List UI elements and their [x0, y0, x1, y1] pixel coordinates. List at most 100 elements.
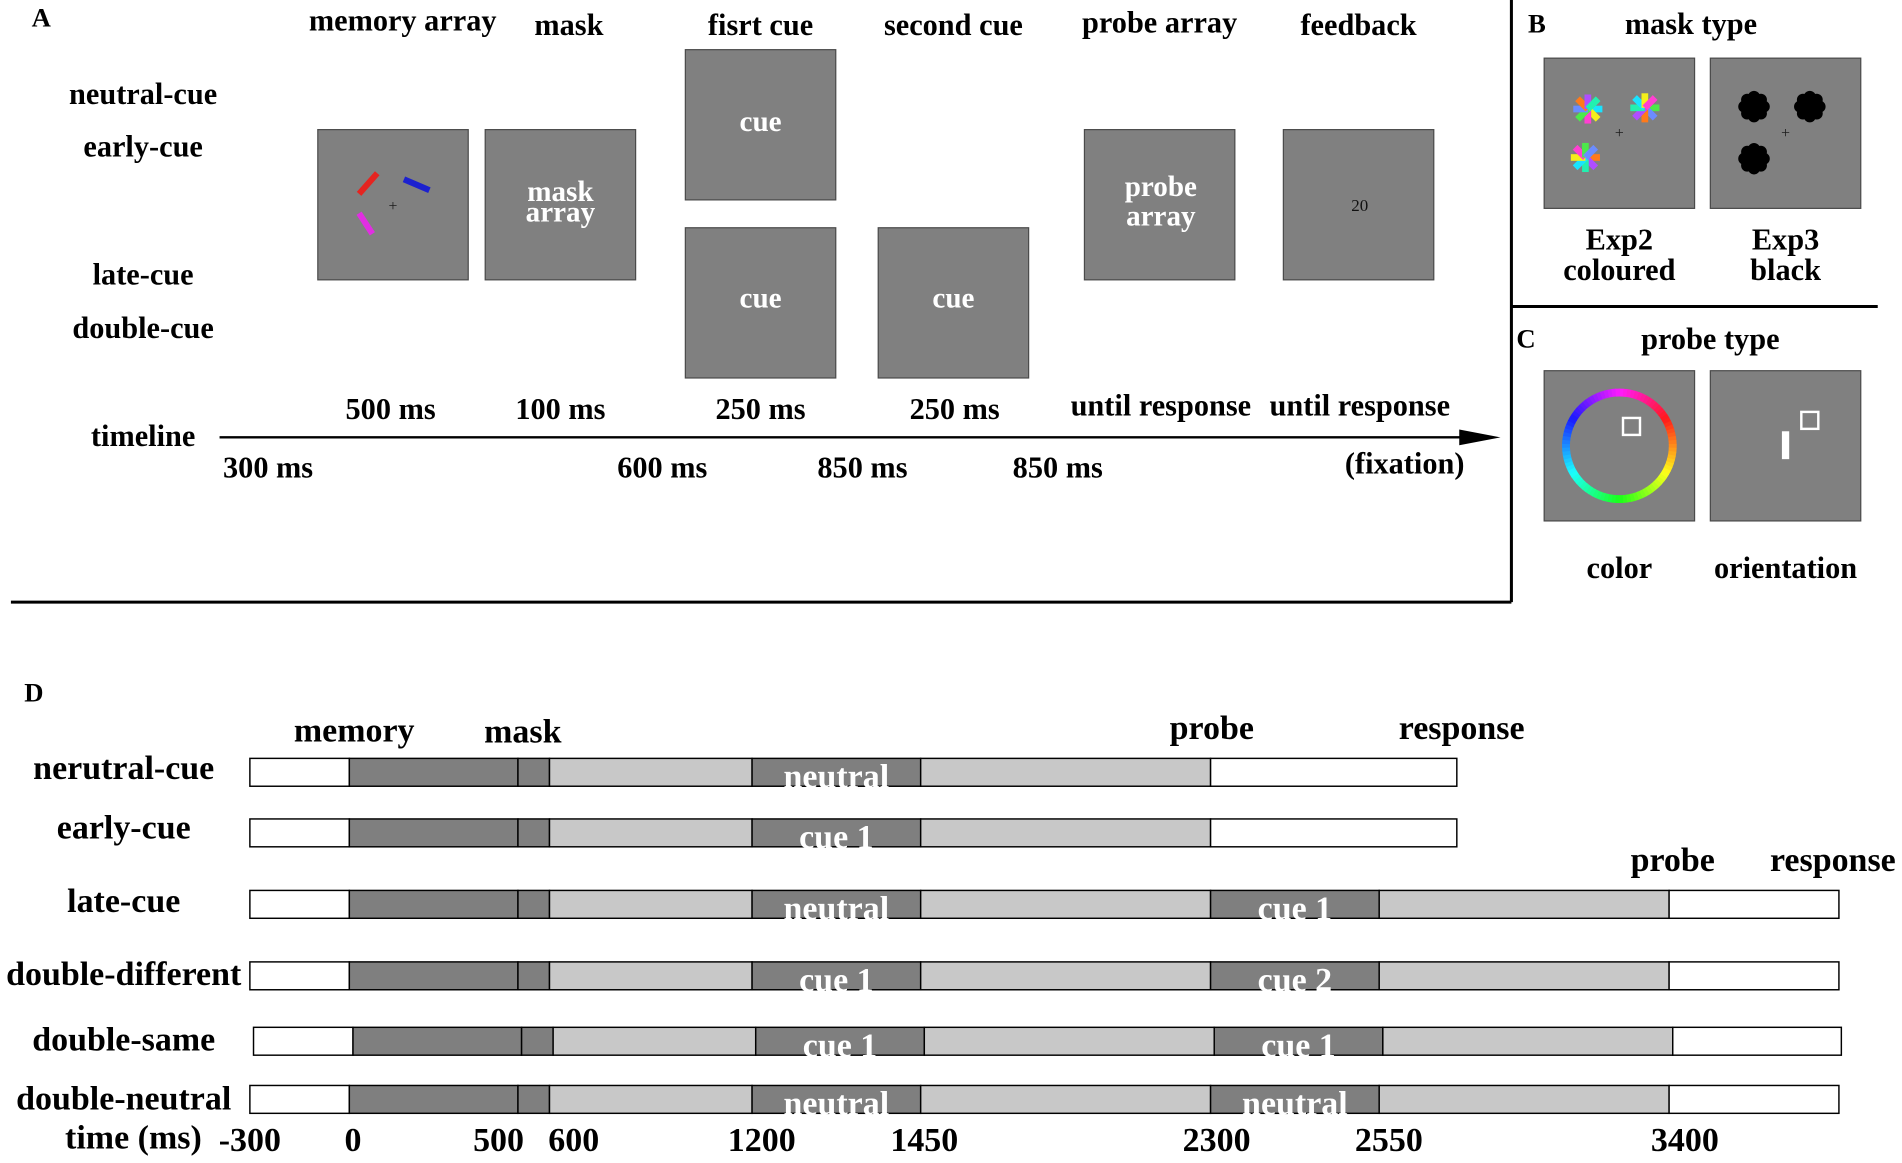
mask-screen-text-line2: array [526, 197, 596, 229]
segment-label: neutral [1242, 1086, 1348, 1123]
timeline-segment [548, 889, 753, 920]
timeline-segment [249, 961, 351, 991]
timeline-segment [548, 1084, 753, 1115]
color-probe-label: color [1587, 551, 1653, 585]
timeline-segment [348, 889, 519, 920]
condition-label-double-cue: double-cue [72, 311, 213, 345]
cue-screen-text: cue [740, 106, 782, 138]
screen-frame [877, 227, 1030, 379]
cue-screen-text: cue [932, 283, 974, 315]
column-header-second-cue: second cue [884, 8, 1023, 42]
timeline-segment [1209, 889, 1380, 920]
timeline-segment [249, 1084, 351, 1115]
probe-location-square [1621, 416, 1642, 437]
coloured-mask-screen: + [1543, 57, 1696, 209]
segment-label: cue 1 [1258, 891, 1333, 928]
time-tick-label: 2550 [1355, 1122, 1423, 1159]
coloured-mask-label: coloured [1563, 253, 1675, 287]
screen-frame [684, 227, 837, 379]
time-tick-label: 1450 [890, 1122, 958, 1159]
timeline-segment [517, 1084, 551, 1115]
timeline-segment [751, 961, 922, 991]
timeline-segment [919, 889, 1212, 920]
timeline-segment [517, 818, 551, 848]
time-tick-label: 2300 [1183, 1122, 1251, 1159]
time-tick-label: 600 [548, 1122, 599, 1159]
first-cue-screen-early: cue [684, 49, 837, 201]
segment-label: cue 1 [799, 962, 874, 999]
timeline-segment [348, 757, 519, 787]
event-header-probe: probe [1170, 710, 1254, 747]
screen-frame [484, 129, 637, 281]
timeline-segment [252, 1026, 354, 1056]
timeline-segment [919, 818, 1212, 848]
fixation-cross: + [1615, 125, 1624, 142]
panel-b: B mask type + + Exp2 coloured Exp3 black [1528, 7, 1862, 287]
timeline-segment [249, 757, 351, 787]
interval-label: 300 ms [223, 450, 313, 484]
screen-frame [1709, 57, 1862, 209]
timeline-segment [348, 1084, 519, 1115]
panel-c-letter: C [1516, 324, 1535, 354]
duration-first-cue: 250 ms [715, 392, 805, 426]
probe-array-screen: probe array [1083, 129, 1236, 281]
probe-screen-text-line2: array [1126, 200, 1196, 232]
screen-frame [684, 49, 837, 201]
timeline-segment [751, 1084, 922, 1115]
panel-d: D memory mask probe response probe respo… [6, 677, 1896, 1158]
segment-label: cue 1 [799, 819, 874, 856]
timeline-segment [1209, 757, 1458, 787]
color-probe-screen [1543, 370, 1696, 522]
orientation-probe-label: orientation [1714, 551, 1857, 585]
time-tick-label: 3400 [1651, 1122, 1719, 1159]
timeline-segment [923, 1026, 1215, 1056]
timeline-segment [517, 889, 551, 920]
event-header-response: response [1399, 710, 1525, 747]
black-mask-label: black [1750, 253, 1821, 287]
timeline-label: timeline [91, 419, 195, 453]
duration-probe-array: until response [1071, 389, 1252, 423]
condition-label: late-cue [67, 883, 180, 920]
timeline-segment [1668, 1084, 1840, 1115]
probe-location-square [1800, 410, 1820, 431]
timeline-segment [348, 961, 519, 991]
time-axis-label: time (ms) [65, 1119, 202, 1156]
timeline-segment [1672, 1026, 1843, 1056]
timeline-segment [517, 757, 551, 787]
timeline-segment [249, 818, 351, 848]
black-mask-item [1794, 90, 1826, 123]
column-header-memory-array: memory array [309, 3, 497, 37]
duration-feedback: until response [1270, 389, 1451, 423]
screen-frame [1282, 129, 1435, 281]
timeline-segment [1378, 961, 1670, 991]
timeline-segment [1382, 1026, 1674, 1056]
timeline-segment [552, 1026, 757, 1056]
mask-screen: mask array [484, 129, 637, 281]
interval-label: 850 ms [1013, 450, 1103, 484]
black-mask-item [1738, 142, 1770, 175]
timeline-segment [249, 889, 351, 920]
mask-screen-text-line1: mask [527, 176, 594, 208]
cue-screen-text: cue [740, 283, 782, 315]
panel-b-letter: B [1528, 9, 1546, 39]
coloured-mask-item [1573, 94, 1603, 124]
timeline-segment [548, 961, 753, 991]
memory-item-bar [402, 176, 431, 193]
screen-frame [1083, 129, 1236, 281]
panel-a-letter: A [32, 3, 52, 33]
panel-b-title: mask type [1625, 7, 1757, 41]
timeline-segment [1209, 818, 1458, 848]
black-mask-screen: + [1709, 57, 1862, 209]
timeline-segment [548, 818, 753, 848]
segment-label: neutral [784, 891, 890, 928]
probe-screen-text-line1: probe [1125, 171, 1197, 203]
timeline-segment [352, 1026, 523, 1056]
feedback-value: 20 [1351, 196, 1368, 215]
condition-label: early-cue [57, 809, 191, 846]
first-cue-screen-late: cue [684, 227, 837, 379]
orientation-probe-screen [1709, 370, 1862, 522]
timeline-segment [1668, 961, 1840, 991]
